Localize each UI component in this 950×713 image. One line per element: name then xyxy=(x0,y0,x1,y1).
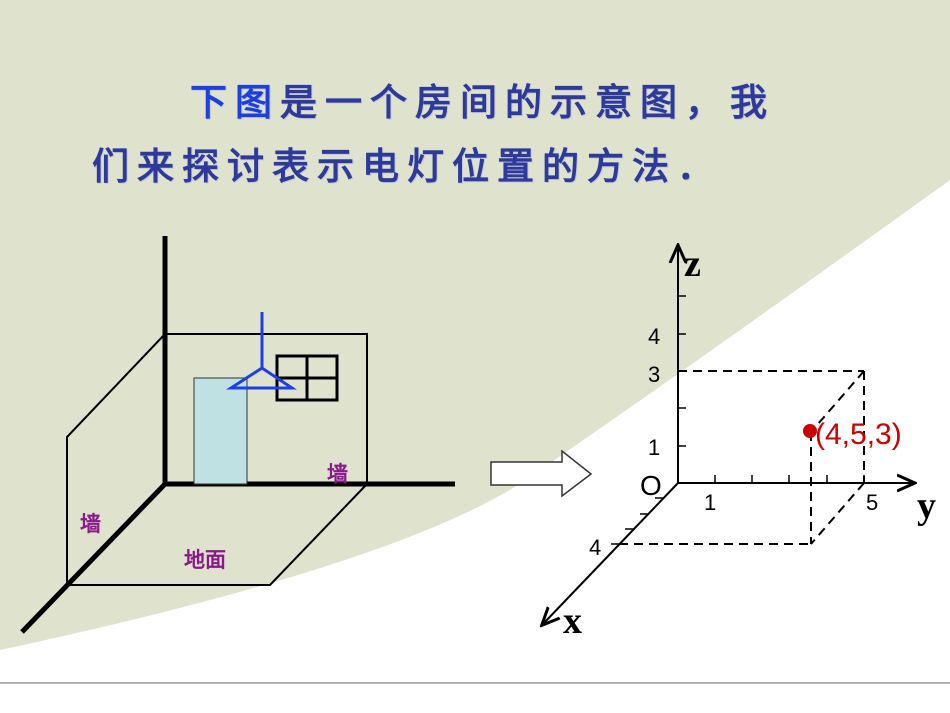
x-tick-4: 4 xyxy=(589,535,601,560)
floor-label: 地面 xyxy=(184,547,226,572)
heading-line-1-text: 是一个房间的示意图，我 xyxy=(280,80,775,124)
heading-highlight: 下图 xyxy=(190,80,280,124)
floor xyxy=(67,483,368,586)
origin-label: O xyxy=(640,470,662,501)
wall-left-label: 墙 xyxy=(80,511,101,536)
y-tick-1: 1 xyxy=(704,490,716,515)
room-left-edge xyxy=(20,481,168,634)
z-tick-1: 1 xyxy=(648,435,660,460)
point-marker xyxy=(803,424,817,438)
back-wall xyxy=(165,333,368,484)
lamp-icon xyxy=(225,312,297,390)
x-axis xyxy=(543,482,679,624)
left-wall xyxy=(66,333,166,585)
dashed-projection xyxy=(619,370,865,545)
z-tick-3: 3 xyxy=(648,362,660,387)
point-label: (4,5,3) xyxy=(815,418,902,451)
z-tick-4: 4 xyxy=(648,324,660,349)
wall-right-label: 墙 xyxy=(327,461,348,486)
y-tick-5: 5 xyxy=(866,490,878,515)
y-axis-label: y xyxy=(917,485,936,527)
door xyxy=(193,377,248,485)
y-ticks xyxy=(714,475,865,483)
heading-line-1: 下图是一个房间的示意图，我 xyxy=(190,72,775,126)
z-axis-label: z xyxy=(684,243,701,285)
x-ticks xyxy=(611,497,663,545)
x-axis-label: x xyxy=(563,600,582,642)
heading-line-2: 们来探讨表示电灯位置的方法． xyxy=(92,144,722,188)
